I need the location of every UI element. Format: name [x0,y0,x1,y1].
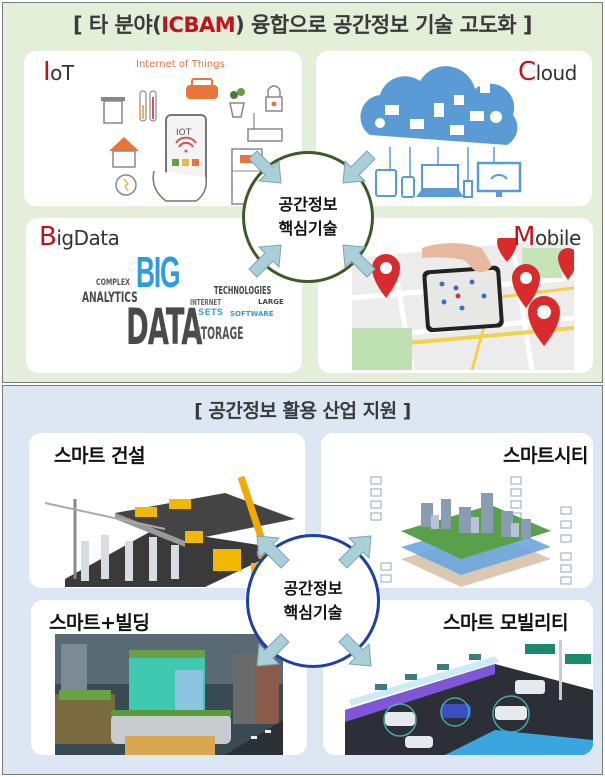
bigdata-label: BigData [39,222,120,252]
iot-label: IoT [43,57,74,87]
industry-support-panel: [ 공간정보 활용 산업 지원 ] 스마트 건설 [2,385,603,775]
bigdata-word-cloud: BIG DATA ANALYTICS COMPLEX TECHNOLOGIES … [82,248,284,356]
cloud-illustration [360,66,522,198]
arrow-cloud-to-hub-icon [342,150,376,184]
arrow-hub-to-city-icon [338,535,372,569]
iot-card: IoT Internet of Things [24,51,302,206]
icbam-acronym: ICBAM [161,13,236,37]
arrow-hub-to-construction-icon [256,535,290,569]
arrow-bigdata-to-hub-icon [248,244,282,278]
icbam-panel-title: [ 타 분야(ICBAM) 융합으로 공간정보 기술 고도화 ] [72,13,533,37]
smart-city-illustration [370,476,572,587]
arrow-iot-to-hub-icon [248,150,282,184]
smart-construction-card: 스마트 건설 [29,433,305,588]
smart-building-illustration [55,634,283,755]
smart-building-label: 스마트+빌딩 [49,612,150,634]
arrow-hub-to-building-icon [256,633,290,667]
big-word: BIG [136,248,181,297]
icbam-panel: [ 타 분야(ICBAM) 융합으로 공간정보 기술 고도화 ] IoT Int… [2,2,603,383]
data-word: DATA [126,298,203,356]
svg-text:IOT: IOT [176,128,192,138]
arrow-hub-to-mobility-icon [338,633,372,667]
cloud-label: Cloud [518,57,577,87]
smart-building-card: 스마트+빌딩 [31,600,307,755]
arrow-mobile-to-hub-icon [342,244,376,278]
smart-city-label: 스마트시티 [503,445,588,467]
smart-construction-illustration [45,475,295,587]
iot-subtitle: Internet of Things [136,59,225,70]
smart-mobility-illustration [345,640,593,755]
iot-illustration: IOT [101,78,283,205]
smart-construction-label: 스마트 건설 [54,445,146,467]
mobile-map-photo [352,238,574,370]
industry-support-title: [ 공간정보 활용 산업 지원 ] [194,400,411,422]
bigdata-card: BigData BIG DATA ANALYTICS COMPLEX TECHN… [26,218,302,373]
mobile-label: Mobile [513,222,581,252]
smart-mobility-label: 스마트 모빌리티 [443,612,568,634]
smart-mobility-card: 스마트 모빌리티 [323,600,593,755]
